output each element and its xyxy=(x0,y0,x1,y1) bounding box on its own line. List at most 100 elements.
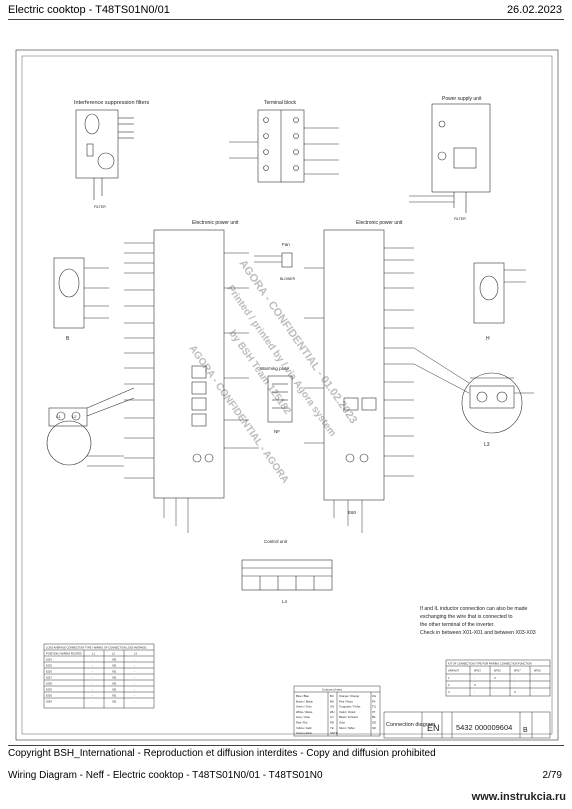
left-table-header: L2 xyxy=(112,652,115,656)
right-table-cell: 2 xyxy=(448,683,450,687)
colour-table-cell: GN xyxy=(330,705,334,709)
colour-table-cell: BU xyxy=(330,694,334,698)
left-table-cell: 6225 xyxy=(46,664,52,668)
header-title: Electric cooktop - T48TS01N0/01 xyxy=(8,4,170,16)
footer-site: www.instrukcia.ru xyxy=(471,791,566,803)
right-table-cell: - xyxy=(534,690,535,694)
left-table-cell: - xyxy=(92,683,93,686)
label-e60: E60 xyxy=(348,510,357,515)
watermark-line: AGORA - CONFIDENTIAL - AGORA xyxy=(187,343,291,485)
left-table-cell: X01 xyxy=(112,688,117,692)
right-table-cell: - xyxy=(494,690,495,694)
control-unit-block: Control unit L4 xyxy=(241,539,333,604)
left-table-cell: - xyxy=(92,701,93,704)
colour-table-cell: Brown / Braun xyxy=(296,699,314,703)
power-supply-block: Power supply unit FILTER xyxy=(409,96,491,221)
colour-table-cell: Green-yellow xyxy=(296,731,312,735)
footer-subtitle: Wiring Diagram - Neff - Electric cooktop… xyxy=(8,770,323,781)
left-table-cell: - xyxy=(134,689,135,692)
colour-table-cell: BK xyxy=(372,715,376,719)
colour-table-cell: GNYE xyxy=(330,731,338,735)
colour-table-cell: GD xyxy=(372,721,376,725)
left-table-cell: - xyxy=(92,671,93,674)
right-table-cell: - xyxy=(534,676,535,680)
left-table-cell: 6227 xyxy=(46,676,52,680)
right-table-cell: - xyxy=(514,683,515,687)
colour-table-cell: TQ xyxy=(372,705,376,709)
left-table-cell: X01 xyxy=(112,682,117,686)
left-table-header: POSITION / WIRING ROUTES xyxy=(46,652,82,656)
right-table-cell: X xyxy=(514,690,516,694)
right-table-header: 6PO7 xyxy=(514,669,521,673)
left-table-cell: 6230 xyxy=(46,694,52,698)
power-unit-left: Electronic power unit xyxy=(124,220,259,533)
left-table: LOSS AVERAGE CONNECTION TYPE / WIRING OF… xyxy=(43,643,155,709)
power-unit-right-title: Electronic power unit xyxy=(356,220,403,226)
note-line: the other terminal of the inverter. xyxy=(420,622,495,628)
filter-block: Interference suppression filters FILTER xyxy=(74,100,149,209)
watermark-line: AGORA - CONFIDENTIAL - 01.02.2023 xyxy=(237,258,360,426)
fan-code: BLOWER xyxy=(280,277,296,281)
right-table-cell: - xyxy=(474,676,475,680)
label-l1: L1 xyxy=(56,414,61,419)
colour-table-cell: Yellow / Gelb xyxy=(296,726,312,730)
wiring-diagram-sheet: AGORA - CONFIDENTIAL - 01.02.2023 Printe… xyxy=(14,48,560,742)
colour-table-cell: Violet / Violett xyxy=(339,710,356,714)
fan-label: Fan xyxy=(282,242,290,247)
left-table-cell: - xyxy=(134,677,135,680)
note-line: If and IL inductor connection can also b… xyxy=(420,606,527,612)
colour-table-cell: Grey / Grau xyxy=(296,715,311,719)
colour-table-cell: YE xyxy=(330,726,334,730)
label-nf: NF xyxy=(274,429,280,434)
left-table-cell: - xyxy=(134,659,135,662)
footer-copyright: Copyright BSH_International - Reproducti… xyxy=(8,748,436,759)
colour-table-cell: Turquoise / Türkis xyxy=(339,705,361,709)
right-table-cell: 1 xyxy=(448,676,450,680)
left-table-header: L1 xyxy=(92,652,95,656)
colour-table-cell: Green / Grün xyxy=(296,705,312,709)
doc-sheet: B xyxy=(523,727,528,734)
connection-note: If and IL inductor connection can also b… xyxy=(420,606,536,636)
left-table-cell: X01 xyxy=(112,670,117,674)
colour-table-title: Colours of wire xyxy=(322,688,342,692)
svg-text:FILTER: FILTER xyxy=(454,217,466,221)
left-table-cell: 6226 xyxy=(46,670,52,674)
note-line: Check in between X01-X01 and between X03… xyxy=(420,630,536,636)
left-table-cell: X01 xyxy=(112,658,117,662)
power-supply-title: Power supply unit xyxy=(442,96,482,102)
component-h: H xyxy=(473,262,526,342)
terminal-title: Terminal block xyxy=(264,100,296,106)
label-h: H xyxy=(486,336,490,342)
colour-table-cell: GY xyxy=(330,715,334,719)
terminal-block: Terminal block xyxy=(229,100,339,183)
power-unit-right: Electronic power unit E60 xyxy=(304,220,470,533)
right-table-title: KIT OF CONNECTION TYPE FOR PAIRING CONNE… xyxy=(448,662,532,666)
power-unit-left-title: Electronic power unit xyxy=(192,220,239,226)
note-line: exchanging the wire that is connected to xyxy=(420,614,513,620)
colour-table-cell: BN xyxy=(330,699,334,703)
left-table-cell: - xyxy=(134,665,135,668)
filter-title: Interference suppression filters xyxy=(74,100,149,106)
left-table-cell: X01 xyxy=(112,664,117,668)
left-table-cell: - xyxy=(92,695,93,698)
left-table-cell: - xyxy=(92,665,93,668)
header-rule xyxy=(8,19,564,20)
colour-table-cell: Silver / Silber xyxy=(339,726,355,730)
wiring-diagram-svg: AGORA - CONFIDENTIAL - 01.02.2023 Printe… xyxy=(15,49,559,741)
left-table-cell: X01 xyxy=(112,700,117,704)
control-title: Control unit xyxy=(264,539,288,544)
left-table-cell: - xyxy=(92,689,93,692)
colour-table-cell: Pink / Rosa xyxy=(339,699,353,703)
left-table-cell: 6229 xyxy=(46,688,52,692)
footer-page-number: 2/79 xyxy=(542,770,562,781)
right-table-header: 6PO3 xyxy=(474,669,481,673)
right-table-cell: - xyxy=(514,676,515,680)
label-l3: L3 xyxy=(484,442,490,448)
colour-table-cell: Gold xyxy=(339,721,345,725)
colour-table-cell: OG xyxy=(372,694,376,698)
induction-coil-right: L3 xyxy=(461,372,534,448)
right-table-cell: X xyxy=(494,676,496,680)
header-date: 26.02.2023 xyxy=(506,4,562,16)
right-table-header: VARIANT xyxy=(448,669,459,673)
